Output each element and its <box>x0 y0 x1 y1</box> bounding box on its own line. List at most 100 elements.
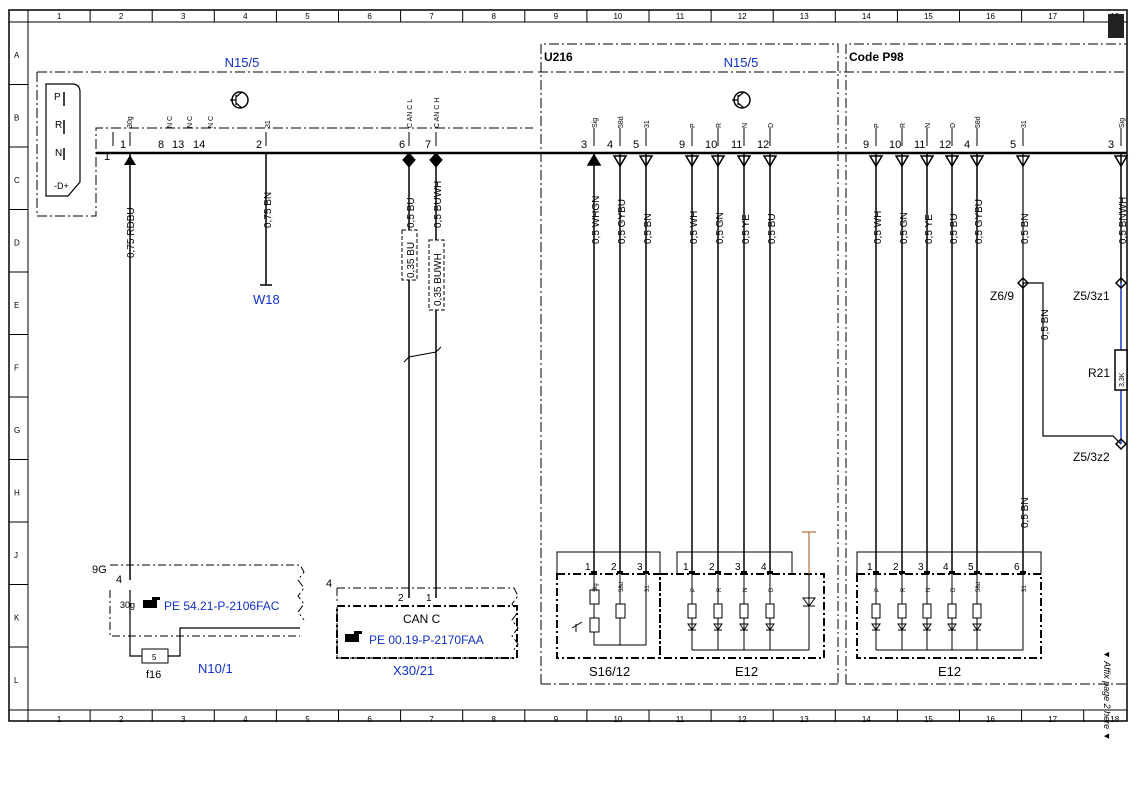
resistor-icon <box>897 603 907 619</box>
n101-box <box>109 564 305 637</box>
pin-number: 2 <box>893 562 899 573</box>
column-label: 11 <box>676 715 685 724</box>
pin-number: 10 <box>705 139 717 151</box>
w18-label: W18 <box>253 292 280 307</box>
signal-name: N <box>743 588 749 592</box>
reference-hand-icon <box>143 597 160 608</box>
pin-6: 6 <box>399 139 405 151</box>
signal-name: R <box>716 123 723 128</box>
pin-number: 4 <box>964 139 970 151</box>
resistor-icon <box>713 603 723 619</box>
signal-name: Sig <box>593 583 599 592</box>
column-label: 7 <box>429 12 434 21</box>
pin-terminal <box>924 571 930 574</box>
resistor-icon <box>972 603 982 619</box>
resistor-icon <box>871 603 881 619</box>
signal-name: R <box>717 587 723 592</box>
wire-label: 0,5 BN <box>643 213 654 244</box>
wire-label-bn-mid: 0,5 BN <box>1040 309 1051 340</box>
column-label: 8 <box>492 12 497 21</box>
gear-selector-icon <box>45 83 81 197</box>
column-label: 16 <box>986 12 995 21</box>
pin-number: 3 <box>581 139 587 151</box>
x3021-pin-2: 2 <box>398 593 404 604</box>
x3021-title: CAN C <box>403 612 441 626</box>
column-label: 6 <box>367 12 372 21</box>
pin-outer-1: 1 <box>104 151 110 163</box>
pin-number: 5 <box>1010 139 1016 151</box>
diode-lead <box>802 531 816 574</box>
left-housing-border <box>36 71 533 217</box>
wire-label: 0,5 BU <box>949 213 960 244</box>
sel-n: N <box>55 148 62 159</box>
x3021-ref: PE 00.19-P-2170FAA <box>369 633 484 647</box>
column-label: 1 <box>57 715 62 724</box>
signal-name: D <box>951 587 957 592</box>
column-label: 14 <box>862 715 871 724</box>
pin-number: 11 <box>914 139 925 151</box>
pin-terminal <box>617 571 623 574</box>
signal-name: Sig <box>1119 118 1126 128</box>
pin-number: 1 <box>585 562 591 573</box>
wire-label: 0,5 BNWH <box>1118 197 1129 244</box>
sheet-frame <box>8 9 1128 722</box>
sig-31: 31 <box>265 120 272 128</box>
e12b-name: E12 <box>938 664 961 679</box>
pin-number: 12 <box>757 139 769 151</box>
column-label: 17 <box>1048 12 1057 21</box>
resistor-icon <box>687 603 697 619</box>
column-label: 11 <box>676 12 685 21</box>
wire-label: 0,5 WH <box>689 211 700 244</box>
column-label: 9 <box>554 12 559 21</box>
wire-label-bn-low: 0,5 BN <box>1020 497 1031 528</box>
fuse-label: f16 <box>146 669 161 681</box>
x3021-pin-1: 1 <box>426 593 432 604</box>
n101-fuse-wire <box>129 590 300 657</box>
pin-number: 6 <box>1014 562 1020 573</box>
pin-number: 2 <box>709 562 715 573</box>
pin-terminal <box>899 571 905 574</box>
pin-terminal <box>767 571 773 574</box>
wire-label-035-buwh: 0,35 BUWH <box>433 253 444 306</box>
signal-name: N <box>925 123 932 128</box>
wire-label: 0,5 YE <box>741 214 752 244</box>
column-label: 6 <box>367 715 372 724</box>
column-label: 5 <box>305 12 310 21</box>
resistor-icon <box>739 603 749 619</box>
wire-label-buwh: 0,5 BUWH <box>433 181 444 228</box>
column-label: 15 <box>924 715 933 724</box>
e12a-box <box>659 573 825 659</box>
pin-number: 10 <box>889 139 901 151</box>
transistor-icon <box>230 91 249 109</box>
reference-hand-icon <box>345 631 362 642</box>
column-label: 14 <box>862 12 871 21</box>
column-label: 17 <box>1048 715 1057 724</box>
signal-name: P <box>874 123 881 128</box>
e12a-name: E12 <box>735 664 758 679</box>
wire-label: 0,5 WH <box>873 211 884 244</box>
sig-nc-1: N C <box>167 116 174 128</box>
r21-label: R21 <box>1088 366 1110 380</box>
u216-title: N15/5 <box>724 55 759 70</box>
u216-label: U216 <box>544 50 573 64</box>
pin-number: 9 <box>679 139 685 151</box>
row-label: G <box>14 426 20 435</box>
column-label: 2 <box>119 12 124 21</box>
switch-icon <box>571 574 647 646</box>
z69-label: Z6/9 <box>990 289 1014 303</box>
connector-arrow <box>124 155 136 165</box>
row-label: L <box>14 676 19 685</box>
can-l-connector <box>401 152 417 168</box>
column-label: 12 <box>738 715 747 724</box>
pin-7: 7 <box>425 139 431 151</box>
column-label: 10 <box>613 12 622 21</box>
twisted-pair-mark <box>403 346 442 363</box>
column-label: 3 <box>181 715 186 724</box>
wire-label: 0,5 YE <box>924 214 935 244</box>
column-label: 2 <box>119 715 124 724</box>
column-label: 3 <box>181 12 186 21</box>
corner-badge-icon <box>1108 14 1124 38</box>
code-border <box>845 43 1127 684</box>
